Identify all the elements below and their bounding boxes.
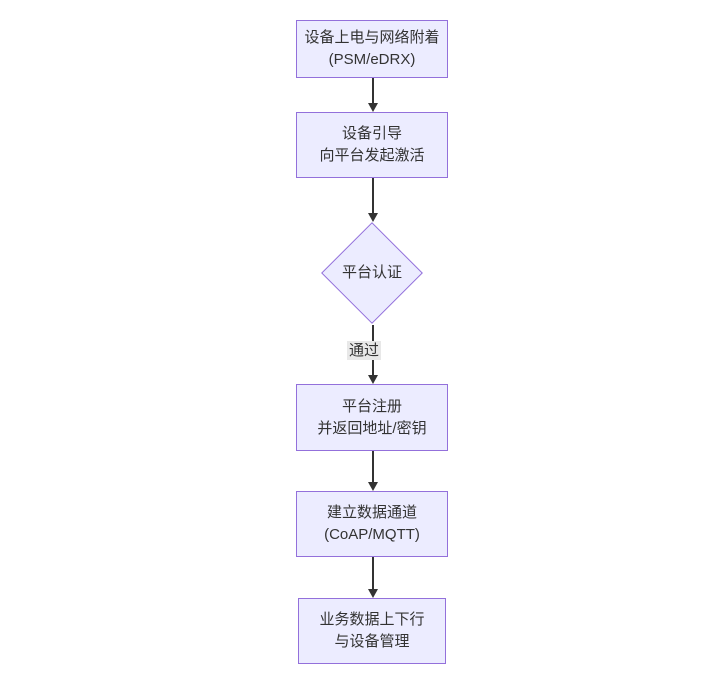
node-data-channel: 建立数据通道 (CoAP/MQTT): [296, 491, 448, 557]
edge-line: [372, 451, 374, 482]
node-label-line: 建立数据通道: [326, 504, 417, 521]
node-label-line: (PSM/eDRX): [328, 51, 416, 68]
node-label-line: 设备上电与网络附着: [304, 29, 440, 46]
arrowhead-icon: [368, 482, 378, 491]
node-business-data-mgmt: 业务数据上下行 与设备管理: [298, 598, 446, 664]
arrowhead-icon: [368, 103, 378, 112]
node-power-network-attach: 设备上电与网络附着 (PSM/eDRX): [296, 20, 448, 78]
edge-label-pass: 通过: [347, 341, 382, 360]
node-platform-register: 平台注册 并返回地址/密钥: [296, 384, 448, 451]
arrowhead-icon: [368, 589, 378, 598]
edge-line: [372, 557, 374, 589]
node-label-line: 向平台发起激活: [319, 147, 425, 164]
decision-platform-auth-label: 平台认证: [341, 264, 402, 281]
node-label-line: 业务数据上下行: [319, 611, 425, 628]
edge-line: [372, 78, 374, 103]
node-device-bootstrap: 设备引导 向平台发起激活: [296, 112, 448, 178]
arrowhead-icon: [368, 213, 378, 222]
node-label-line: 与设备管理: [334, 633, 410, 650]
node-label-line: 并返回地址/密钥: [317, 419, 427, 437]
node-label-line: 平台注册: [341, 397, 402, 415]
arrowhead-icon: [368, 375, 378, 384]
node-label-line: (CoAP/MQTT): [324, 526, 420, 543]
edge-line: [372, 178, 374, 213]
node-label-line: 设备引导: [341, 125, 402, 142]
